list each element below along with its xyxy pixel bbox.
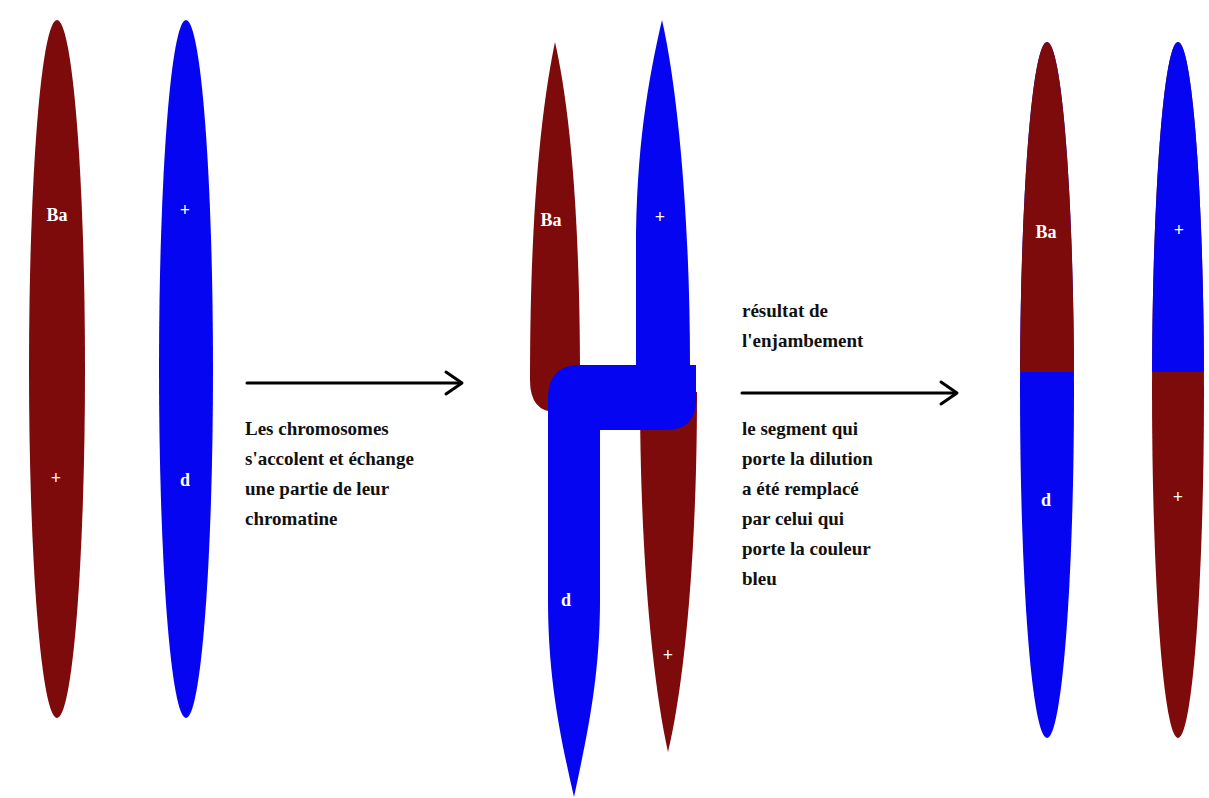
chromatid-segment bbox=[530, 42, 580, 412]
caption-note: le segment qui porte la dilution a été r… bbox=[742, 414, 885, 594]
allele-label: + bbox=[1174, 221, 1184, 239]
chromosome: ++ bbox=[1148, 38, 1208, 742]
caption-note: résultat de l'enjambement bbox=[742, 296, 912, 356]
chromosome: Ba + bbox=[27, 16, 89, 723]
chromatid-segment bbox=[1152, 42, 1204, 372]
chromosome: +d bbox=[544, 16, 701, 798]
allele-label: Ba bbox=[1035, 223, 1056, 241]
allele-label: + bbox=[663, 646, 673, 664]
chromatid-segment bbox=[1020, 42, 1074, 738]
allele-label: d bbox=[561, 591, 571, 609]
chromosome: +d bbox=[155, 16, 217, 723]
chromosome-shape bbox=[1148, 38, 1208, 742]
allele-label: Ba bbox=[46, 206, 67, 224]
chromosome: Ba d bbox=[1016, 38, 1078, 742]
arrow bbox=[247, 372, 462, 394]
arrow bbox=[742, 382, 957, 404]
chromosome-shape bbox=[544, 16, 701, 798]
allele-label: + bbox=[51, 469, 61, 487]
chromosome-shape bbox=[155, 16, 217, 723]
caption-note: Les chromosomes s'accolent et échange un… bbox=[245, 414, 435, 534]
allele-label: d bbox=[1041, 491, 1051, 509]
chromatid-segment bbox=[29, 20, 85, 718]
chromatid-segment bbox=[159, 20, 213, 718]
chromatid-segment bbox=[1020, 42, 1074, 372]
allele-label: d bbox=[180, 471, 190, 489]
chromatid-segment bbox=[548, 20, 696, 797]
allele-label: + bbox=[1173, 488, 1183, 506]
allele-label: + bbox=[655, 208, 665, 226]
chromosome-shape bbox=[27, 16, 89, 723]
chromatid-segment bbox=[1152, 42, 1204, 738]
allele-label: + bbox=[180, 201, 190, 219]
chromatid-segment bbox=[640, 392, 697, 752]
chromosome-shape bbox=[1016, 38, 1078, 742]
allele-label: Ba bbox=[540, 211, 561, 229]
